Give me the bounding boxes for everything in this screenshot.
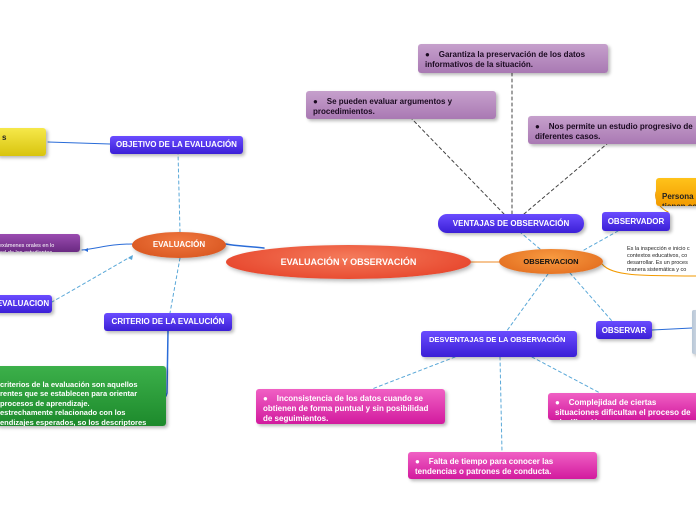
central-topic-node[interactable]: EVALUACIÓN Y OBSERVACIÓN <box>226 245 471 279</box>
yellow-branch-text: s <box>2 133 7 142</box>
central-topic-label: EVALUACIÓN Y OBSERVACIÓN <box>280 257 417 267</box>
observar-child-node[interactable] <box>692 310 696 354</box>
link-observacion-ventajas <box>519 231 541 250</box>
link-center-evaluacion <box>225 243 265 249</box>
yellow-branch-node[interactable]: s <box>0 128 46 156</box>
link-desventajas-item1 <box>371 356 456 390</box>
ventajas-node[interactable]: VENTAJAS DE OBSERVACIÓN <box>438 214 584 233</box>
purple-note-node[interactable]: exámenes orales en lo nal de los estudia… <box>0 234 80 252</box>
link-ventajas-item2 <box>411 118 505 215</box>
link-desventajas-item3 <box>499 356 503 453</box>
observacion-label: OBSERVACION <box>523 257 579 266</box>
observar-node[interactable]: OBSERVAR <box>596 321 652 339</box>
observador-text: Persona tienen co <box>662 192 696 206</box>
ventaja-item-2-text: Se pueden evaluar argumentos y procedimi… <box>313 97 452 116</box>
link-observacion-definicion <box>601 263 696 277</box>
observador-label: OBSERVADOR <box>607 217 665 226</box>
criterio-text-node[interactable]: criterios de la evaluación son aquellos … <box>0 366 166 426</box>
link-desventajas-item2 <box>531 356 601 394</box>
desventaja-item-2[interactable]: Complejidad de ciertas situaciones dific… <box>548 393 696 420</box>
desventaja-item-1-text: Inconsistencia de los datos cuando se ob… <box>263 394 428 423</box>
desventajas-label: DESVENTAJAS DE LA OBSERVACIÓN <box>429 335 566 344</box>
link-evaluacion-purple <box>81 243 133 251</box>
ventaja-item-1[interactable]: Garantiza la preservación de los datos i… <box>418 44 608 73</box>
link-observacion-desventajas <box>505 273 549 333</box>
link-evaluacion-objetivo <box>177 151 181 233</box>
criterio-text: criterios de la evaluación son aquellos … <box>0 379 147 427</box>
purple-note-text: exámenes orales en lo nal de los estudia… <box>0 243 55 252</box>
ventajas-label: VENTAJAS DE OBSERVACIÓN <box>452 219 570 228</box>
arrow-mark-tipo <box>128 255 133 260</box>
arrow-mark-purple <box>84 248 88 252</box>
desventajas-node[interactable]: DESVENTAJAS DE LA OBSERVACIÓN <box>421 331 577 357</box>
desventaja-item-3[interactable]: Falta de tiempo para conocer las tendenc… <box>408 452 597 479</box>
link-evaluacion-criterio <box>169 257 181 314</box>
link-ventajas-item3 <box>523 142 609 215</box>
ventaja-item-2[interactable]: Se pueden evaluar argumentos y procedimi… <box>306 91 496 119</box>
desventaja-item-2-text: Complejidad de ciertas situaciones dific… <box>555 398 691 420</box>
link-observar-edge <box>651 327 693 331</box>
evaluacion-label: EVALUACIÓN <box>152 240 206 249</box>
desventaja-item-3-text: Falta de tiempo para conocer las tendenc… <box>415 457 553 476</box>
observador-text-node[interactable]: Persona tienen co <box>656 178 696 206</box>
link-observacion-observar <box>569 272 613 322</box>
desventaja-item-1[interactable]: Inconsistencia de los datos cuando se ob… <box>256 389 445 424</box>
link-evaluacion-tipo <box>51 255 133 303</box>
observador-node[interactable]: OBSERVADOR <box>602 212 670 231</box>
evaluacion-node[interactable]: EVALUACIÓN <box>132 232 226 258</box>
link-criterio-green <box>165 330 169 397</box>
ventaja-item-1-text: Garantiza la preservación de los datos i… <box>425 50 585 69</box>
ventaja-item-3-text: Nos permite un estudio progresivo de dif… <box>535 122 693 141</box>
definicion-text: Es la inspección e inicio c contextos ed… <box>627 246 690 273</box>
ventaja-item-3[interactable]: Nos permite un estudio progresivo de dif… <box>528 116 696 144</box>
criterio-label: CRITERIO DE LA EVALUCIÓN <box>111 317 225 326</box>
link-objetivo-yellow <box>47 141 111 145</box>
link-observacion-observador <box>583 230 619 251</box>
objetivo-label: OBJETIVO DE LA EVALUACIÓN <box>116 140 237 149</box>
criterio-node[interactable]: CRITERIO DE LA EVALUCIÓN <box>104 313 232 331</box>
tipo-evaluacion-label: EVALUACION <box>0 299 50 308</box>
observar-label: OBSERVAR <box>601 326 647 335</box>
objetivo-node[interactable]: OBJETIVO DE LA EVALUACIÓN <box>110 136 243 154</box>
tipo-evaluacion-node[interactable]: EVALUACION <box>0 295 52 313</box>
observacion-node[interactable]: OBSERVACION <box>499 249 603 274</box>
